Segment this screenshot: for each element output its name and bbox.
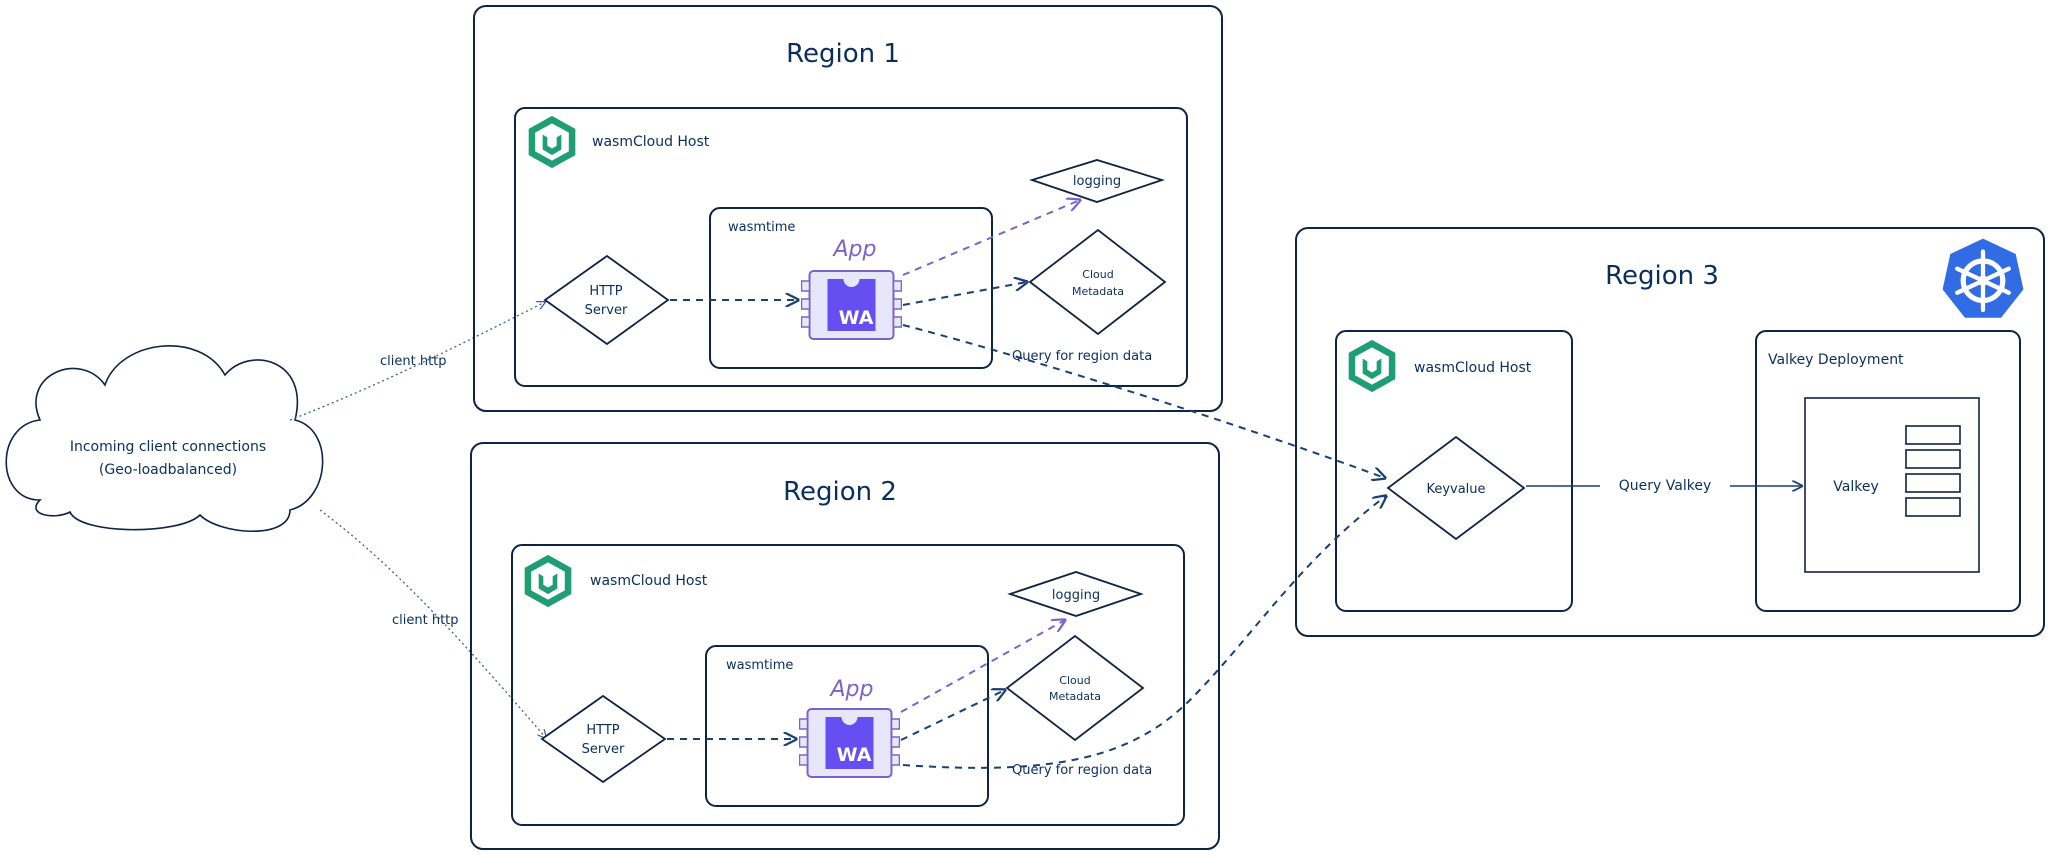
region-1-http-line1: HTTP: [589, 284, 622, 299]
region-2-logging: logging: [1007, 571, 1144, 617]
region-2-runtime-frame: [705, 645, 989, 807]
kubernetes-logo-icon: [1943, 239, 2024, 318]
client-http-edge-region2: [319, 509, 546, 738]
query-valkey-label: Query Valkey: [1619, 478, 1711, 494]
client-http-label-1: client http: [380, 354, 447, 369]
region-2-wasm-app: WA: [799, 707, 900, 779]
cloud-label-line1: Incoming client connections: [70, 439, 266, 455]
valkey-deployment-label: Valkey Deployment: [1768, 352, 1904, 368]
region-1-cloud-line1: Cloud: [1082, 268, 1113, 281]
region-2-host-title: wasmCloud Host: [590, 573, 708, 589]
region-1-app-to-logging: [902, 200, 1080, 276]
region-3-keyvalue: Keyvalue: [1386, 435, 1526, 541]
region-2-cloud-line1: Cloud: [1059, 674, 1090, 687]
region-2: Region 2 wasmCloud Host wasmtime App WA …: [470, 442, 1220, 850]
region-1-logging-label: logging: [1073, 174, 1121, 189]
region-1-runtime-frame: [709, 207, 993, 369]
keyvalue-label: Keyvalue: [1426, 482, 1485, 497]
valkey-box: [1804, 397, 1980, 573]
region-3: Region 3 wasmCloud Host Keyvalue Valkey …: [1295, 227, 2045, 637]
valkey-deployment-frame: [1755, 330, 2021, 612]
region-1-query-to-keyvalue: [902, 324, 1385, 478]
region-1-http-server: HTTP Server: [543, 254, 670, 346]
region-2-logging-label: logging: [1052, 588, 1100, 603]
region-1-app-label: App: [832, 237, 877, 262]
region-1-runtime-label: wasmtime: [728, 220, 795, 235]
region-1-logging: logging: [1029, 159, 1165, 203]
valkey-label: Valkey: [1833, 479, 1878, 495]
region-1-wasm-app: WA: [801, 269, 902, 341]
region-2-http-line1: HTTP: [586, 723, 619, 738]
region-2-wa-label: WA: [837, 744, 872, 766]
region-1-title: Region 1: [786, 39, 900, 69]
cloud-shape: [5, 345, 324, 533]
region-3-host-title: wasmCloud Host: [1414, 360, 1532, 376]
client-cloud: Incoming client connections (Geo-loadbal…: [5, 345, 324, 533]
region-2-host-frame: [511, 544, 1185, 826]
region-2-app-to-metadata: [900, 690, 1005, 741]
region-2-cloud-metadata: Cloud Metadata: [1005, 634, 1145, 742]
region-2-frame: [470, 442, 1220, 850]
client-http-edge-region1: [289, 302, 545, 421]
region-1-cloud-metadata: Cloud Metadata: [1028, 228, 1167, 336]
database-stack-icon: [1905, 425, 1961, 517]
region-2-runtime-label: wasmtime: [726, 658, 793, 673]
region-3-frame: [1295, 227, 2045, 637]
cloud-label-line2: (Geo-loadbalanced): [99, 462, 237, 478]
region-2-query-label: Query for region data: [1012, 763, 1152, 778]
wasmcloud-logo-icon: [524, 554, 572, 608]
region-1-frame: [473, 5, 1223, 412]
query-valkey-label-bg: [1600, 472, 1730, 494]
region-3-title: Region 3: [1605, 261, 1719, 291]
client-http-label-2: client http: [392, 613, 459, 628]
region-1-cloud-line2: Metadata: [1072, 285, 1124, 298]
region-1-host-frame: [514, 107, 1188, 387]
region-1-wa-label: WA: [839, 307, 874, 329]
region-2-app-to-logging: [900, 620, 1065, 713]
webassembly-chip-icon: [799, 707, 900, 779]
region-3-host-frame: [1335, 330, 1573, 612]
region-1-app-to-metadata: [902, 282, 1027, 306]
region-2-app-label: App: [829, 677, 874, 702]
region-1-host-title: wasmCloud Host: [592, 134, 710, 150]
region-2-title: Region 2: [783, 477, 897, 507]
region-2-query-to-keyvalue: [902, 496, 1386, 769]
region-2-http-server: HTTP Server: [540, 694, 667, 784]
region-2-cloud-line2: Metadata: [1049, 690, 1101, 703]
region-1-query-label: Query for region data: [1012, 349, 1152, 364]
region-1-http-line2: Server: [585, 303, 628, 318]
region-1: Region 1 wasmCloud Host wasmtime App WA …: [473, 5, 1223, 412]
wasmcloud-logo-icon: [1348, 339, 1396, 393]
region-2-http-line2: Server: [582, 742, 625, 757]
wasmcloud-logo-icon: [528, 115, 576, 169]
